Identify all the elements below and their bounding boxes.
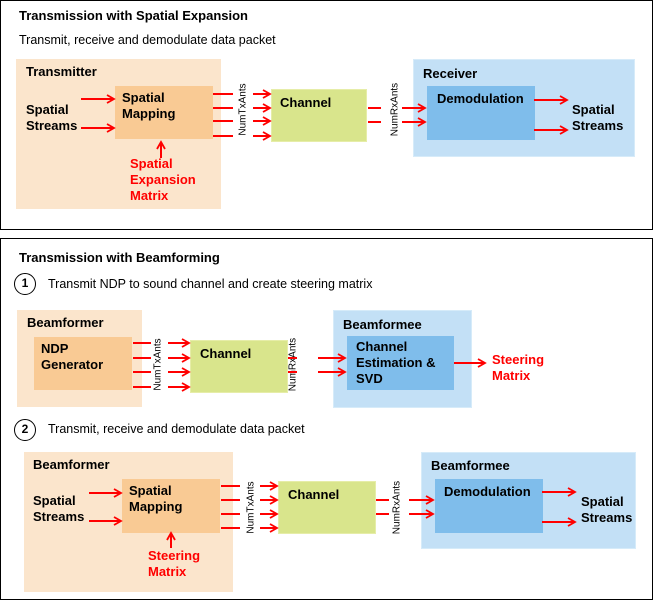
channel-block: Channel [190, 340, 288, 393]
channel-block: Channel [271, 89, 367, 142]
beamformee-estimation-block: Beamformee Channel Estimation & SVD [333, 310, 472, 408]
receiver-block: Receiver Demodulation Spatial Streams [413, 59, 635, 157]
output-streams-label: Spatial Streams [581, 494, 633, 525]
beamformer-label: Beamformer [27, 315, 104, 330]
num-rx-ants-label: NumRxAnts [389, 82, 401, 137]
beamformer-label: Beamformer [33, 457, 110, 472]
transmitter-block: Transmitter Spatial Streams Spatial Mapp… [16, 59, 221, 209]
spatial-expansion-title: Transmission with Spatial Expansion [19, 8, 248, 23]
num-tx-ants-label: NumTxAnts [237, 83, 249, 136]
spatial-mapping-block: Spatial Mapping [115, 86, 213, 139]
demodulation-block: Demodulation [435, 479, 543, 533]
demodulation-block: Demodulation [427, 86, 535, 140]
beamforming-title: Transmission with Beamforming [19, 250, 220, 265]
beamformer-ndp-block: Beamformer NDP Generator [17, 310, 142, 407]
beamformee-demod-block: Beamformee Demodulation Spatial Streams [421, 452, 636, 549]
step-1-badge: 1 [14, 273, 36, 295]
beamformee-label: Beamformee [343, 317, 422, 332]
output-streams-label: Spatial Streams [572, 102, 624, 133]
step-1-text: Transmit NDP to sound channel and create… [48, 277, 373, 291]
channel-block: Channel [278, 481, 376, 534]
receiver-label: Receiver [423, 66, 478, 81]
step-2-text: Transmit, receive and demodulate data pa… [48, 422, 305, 436]
spatial-expansion-subtitle: Transmit, receive and demodulate data pa… [19, 33, 276, 47]
beamformer-data-block: Beamformer Spatial Streams Spatial Mappi… [24, 452, 233, 592]
step-2-badge: 2 [14, 419, 36, 441]
beamformee-label: Beamformee [431, 458, 510, 473]
channel-estimation-svd-block: Channel Estimation & SVD [347, 336, 454, 390]
num-rx-ants-label: NumRxAnts [391, 480, 403, 535]
input-streams-label: Spatial Streams [26, 102, 78, 133]
ndp-generator-block: NDP Generator [34, 337, 132, 390]
steering-matrix-output-label: Steering Matrix [492, 352, 545, 383]
spatial-expansion-matrix-label: Spatial Expansion Matrix [130, 156, 196, 203]
num-tx-ants-label: NumTxAnts [152, 338, 164, 391]
transmitter-label: Transmitter [26, 64, 97, 79]
spatial-mapping-block: Spatial Mapping [122, 479, 220, 533]
num-rx-ants-label: NumRxAnts [287, 337, 299, 392]
num-tx-ants-label: NumTxAnts [245, 481, 257, 534]
input-streams-label: Spatial Streams [33, 493, 85, 524]
steering-matrix-input-label: Steering Matrix [148, 548, 201, 579]
